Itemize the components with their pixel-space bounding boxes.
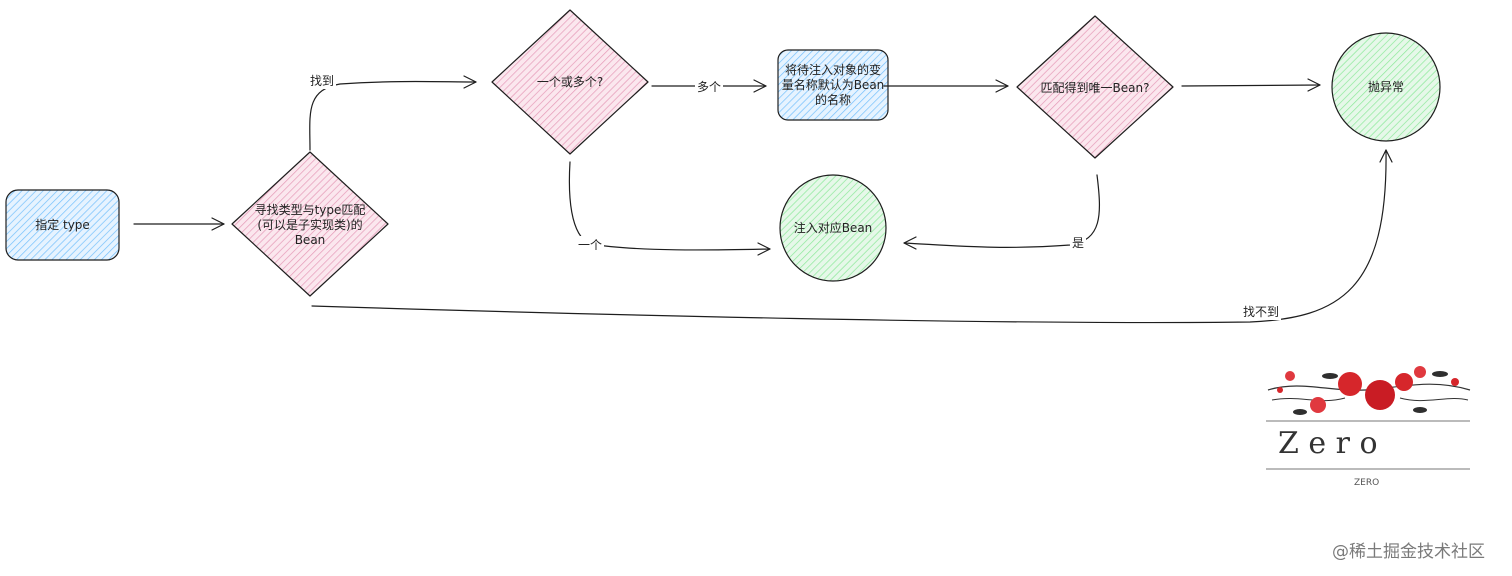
edge-label-one: 一个 <box>576 236 605 253</box>
start-node <box>5 189 120 261</box>
edge-label-not-found: 找不到 <box>1241 303 1282 320</box>
unique-label: 匹配得到唯一Bean? <box>1040 80 1150 95</box>
count-label: 一个或多个? <box>536 74 604 89</box>
default-name-label: 将待注入对象的变量名称默认为Bean的名称 <box>781 62 885 107</box>
arrowhead <box>753 79 767 93</box>
find-label: 寻找类型与type匹配(可以是子实现类)的Bean <box>254 202 366 247</box>
arrow-yes <box>903 174 1101 248</box>
edge-label-found: 找到 <box>308 72 337 89</box>
arrowhead <box>995 79 1009 93</box>
logo-subtext: ZERO <box>1354 478 1380 488</box>
watermark-text: @稀土掘金技术社区 <box>1332 542 1485 562</box>
find-decision <box>231 151 389 297</box>
inject-node <box>779 174 887 282</box>
arrowhead <box>903 236 917 250</box>
edge-label-yes: 是 <box>1070 234 1087 251</box>
arrowhead <box>463 75 477 89</box>
throw-node <box>1331 32 1441 142</box>
count-decision <box>491 9 649 155</box>
arrowhead <box>1307 78 1321 92</box>
start-label: 指定 type <box>35 217 90 232</box>
arrow-to-throw <box>1181 84 1321 87</box>
arrowhead <box>211 217 225 231</box>
throw-label: 抛异常 <box>1367 79 1404 94</box>
inject-label: 注入对应Bean <box>793 220 873 235</box>
arrowhead <box>757 242 771 256</box>
default-name-node <box>777 49 889 121</box>
arrow-found <box>309 80 477 151</box>
rose-logo <box>1266 366 1471 470</box>
logo-text: Z e r o <box>1278 426 1378 461</box>
arrowhead <box>1379 149 1393 163</box>
arrow-not-found <box>311 149 1387 324</box>
edge-label-many: 多个 <box>695 78 724 95</box>
unique-decision <box>1016 15 1174 159</box>
